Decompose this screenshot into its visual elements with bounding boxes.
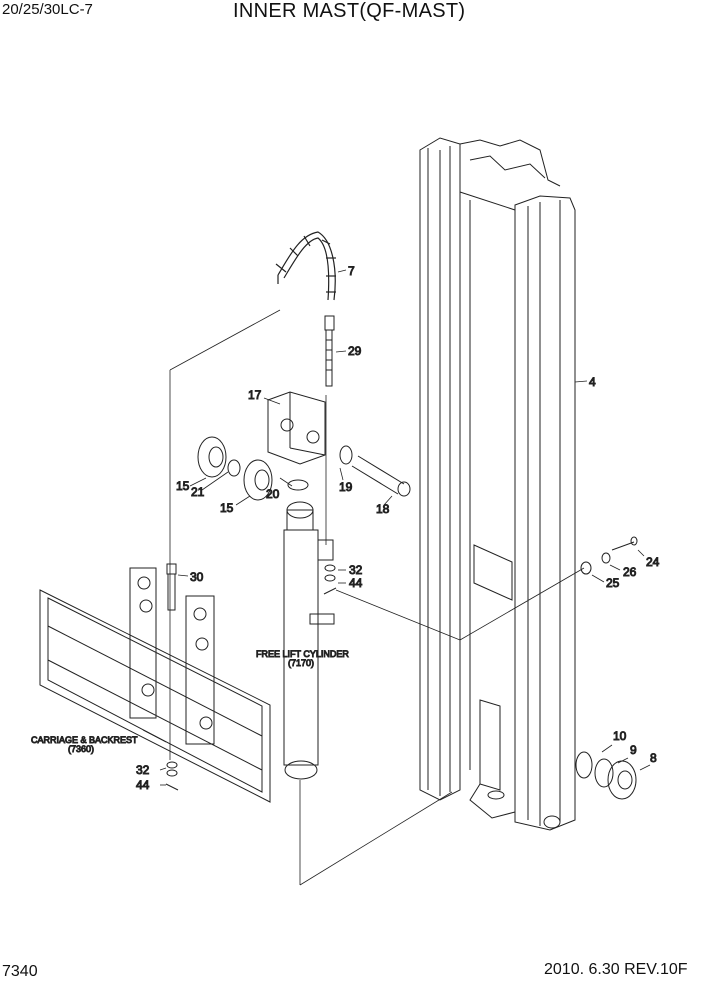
part-callouts: 7 29 4 17 15 21 15 20 19 18 30 32 44 24 … (136, 264, 661, 793)
callout-44-upper: 44 (349, 576, 363, 590)
free-lift-cylinder (283, 501, 335, 780)
carriage-backrest (39, 567, 271, 803)
retaining-ring (339, 445, 353, 465)
callout-25: 25 (606, 576, 620, 590)
callout-44-lower: 44 (136, 778, 150, 792)
callout-8: 8 (650, 751, 657, 765)
callout-15-upper: 15 (176, 479, 190, 493)
inner-mast (419, 137, 576, 831)
model-code: 20/25/30LC-7 (2, 1, 93, 18)
snap-ring (287, 479, 309, 491)
sheave-set (197, 436, 273, 501)
lift-chain (275, 231, 336, 301)
lower-nut-pin (165, 761, 179, 791)
page-code: 7340 (2, 963, 38, 980)
revision-date: 2010. 6.30 REV.10F (544, 961, 688, 978)
callout-9: 9 (630, 743, 637, 757)
free-lift-cylinder-ref: (7170) (288, 658, 314, 668)
callout-24: 24 (646, 555, 660, 569)
carriage-backrest-label: CARRIAGE & BACKREST (31, 735, 138, 745)
callout-15-lower: 15 (220, 501, 234, 515)
sheave-shaft (351, 455, 411, 497)
free-lift-cylinder-label: FREE LIFT CYLINDER (256, 649, 349, 659)
callout-21: 21 (191, 485, 205, 499)
callout-7: 7 (348, 264, 355, 278)
callout-18: 18 (376, 502, 390, 516)
callout-30: 30 (190, 570, 204, 584)
stopper-bolt-set (580, 536, 638, 575)
callout-32-lower: 32 (136, 763, 150, 777)
callout-10: 10 (613, 729, 627, 743)
reference-labels: FREE LIFT CYLINDER (7170) CARRIAGE & BAC… (31, 649, 350, 755)
callout-29: 29 (348, 344, 362, 358)
callout-19: 19 (339, 480, 353, 494)
leader-lines (142, 269, 651, 886)
callout-32-upper: 32 (349, 563, 363, 577)
callout-4: 4 (589, 375, 596, 389)
callout-26: 26 (623, 565, 637, 579)
upper-nut-pin (323, 564, 337, 595)
roller-bearing-set (575, 751, 637, 800)
carriage-backrest-ref: (7360) (68, 744, 94, 754)
chain-anchor-bolt (324, 315, 335, 387)
carriage-bolt (166, 563, 177, 611)
page-title: INNER MAST(QF-MAST) (233, 0, 466, 22)
callout-17: 17 (248, 388, 262, 402)
callout-20: 20 (266, 487, 280, 501)
sheave-bracket (267, 391, 326, 465)
